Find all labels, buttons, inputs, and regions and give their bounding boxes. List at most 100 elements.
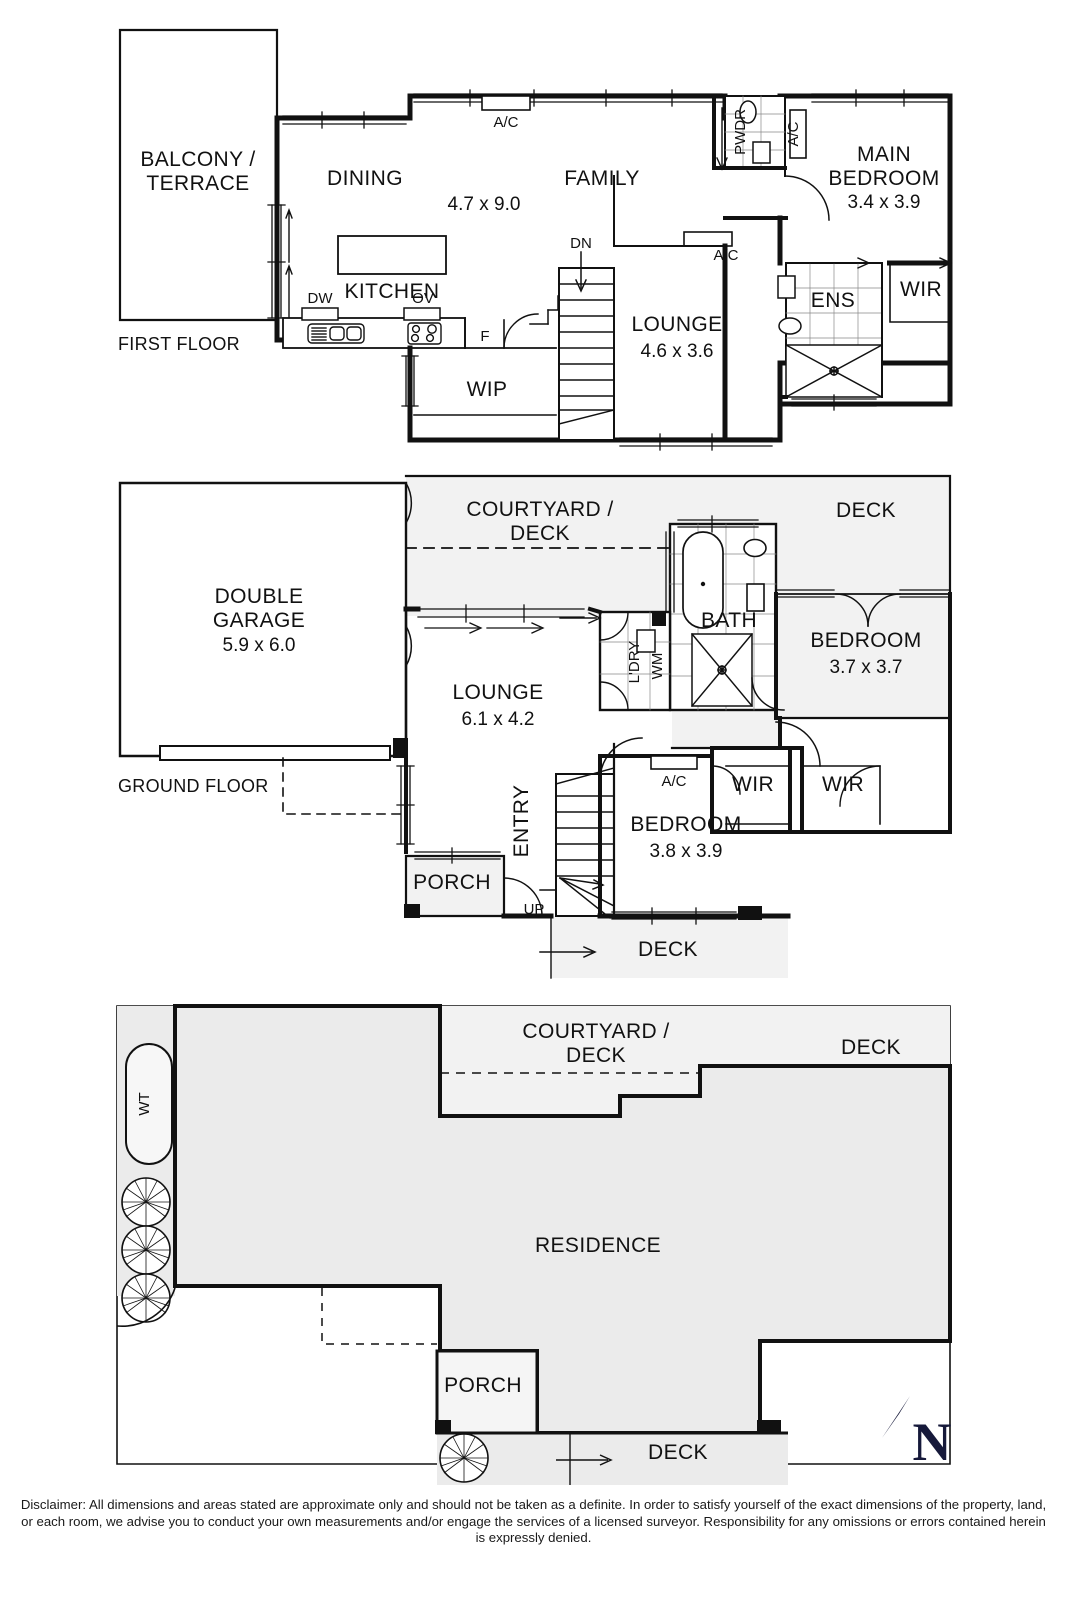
pwdr-toilet: [739, 100, 757, 124]
label-courtyard-l2: DECK: [510, 522, 570, 545]
laundry-door-swing-top: [599, 611, 629, 641]
bedroom2-slider: [775, 589, 951, 598]
water-tank: [125, 1043, 173, 1165]
bath-window: [677, 515, 759, 533]
label-dining-dim: 4.7 x 9.0: [448, 194, 521, 215]
ac-duct-bedroom3: [650, 755, 698, 770]
bedroom3-door-swing: [599, 737, 643, 781]
label-lounge-ground: LOUNGE: [452, 681, 543, 704]
courtyard-ldry-wall: [587, 606, 603, 615]
label-main-bedroom-dim: 3.4 x 3.9: [848, 192, 921, 213]
label-wm: WM: [649, 653, 666, 680]
label-bath: BATH: [701, 609, 757, 632]
bath-vanity: [746, 583, 765, 612]
label-family: FAMILY: [564, 167, 640, 190]
lounge-divider: [613, 175, 726, 247]
bedroom3-pier: [738, 906, 762, 920]
ens-vanity: [777, 275, 796, 299]
label-garage-l1: DOUBLE: [215, 585, 304, 608]
tree-1: [121, 1177, 171, 1227]
front-door-swing: [503, 877, 543, 917]
north-arrow: N: [876, 1392, 966, 1472]
laundry-trough: [636, 629, 656, 653]
wir-shelf: [889, 262, 951, 323]
label-ac-bedroom3: A/C: [661, 773, 686, 790]
residence-footprint: [173, 1004, 952, 1435]
door-swing-garage-lounge: [404, 624, 413, 668]
bath-shower: [690, 632, 754, 708]
ground-floor-plan: DOUBLE GARAGE 5.9 x 6.0 GROUND FLOOR COU…: [0, 466, 1067, 996]
label-lounge-dim: 4.6 x 3.6: [641, 341, 714, 362]
site-plan: WT: [0, 996, 1067, 1496]
label-main-bedroom-l1: MAIN: [857, 143, 911, 166]
bedroom2-door-swing: [775, 721, 821, 767]
family-window: [413, 89, 723, 107]
door-swing-kitchen: [503, 313, 539, 349]
bath-room: [668, 522, 778, 712]
staircase-down: [519, 267, 615, 441]
pwdr-vanity: [752, 141, 771, 164]
site-bedroom-pier: [757, 1420, 781, 1434]
label-wip: WIP: [467, 378, 508, 401]
label-lounge-ground-dim: 6.1 x 4.2: [462, 709, 535, 730]
disclaimer-text: Disclaimer: All dimensions and areas sta…: [20, 1497, 1047, 1545]
label-bedroom2-dim: 3.7 x 3.7: [830, 657, 903, 678]
door-swing-main-bedroom: [784, 175, 830, 221]
label-courtyard-l1: COURTYARD /: [466, 498, 613, 521]
label-entry: ENTRY: [510, 785, 533, 858]
label-wir-first: WIR: [900, 278, 942, 301]
north-arrow-glyph: [882, 1396, 910, 1438]
label-porch: PORCH: [413, 871, 491, 894]
label-site-porch: PORCH: [444, 1374, 522, 1397]
porch-pier: [404, 904, 420, 918]
label-garage-l2: GARAGE: [213, 609, 305, 632]
door-swing-garage-courtyard: [404, 481, 413, 525]
ens-wir-arrows: [785, 257, 953, 269]
stairs-dn-arrow: [575, 251, 587, 293]
garage-door: [159, 745, 391, 761]
label-first-floor: FIRST FLOOR: [118, 334, 240, 354]
kitchen-island: [337, 235, 447, 275]
label-balcony-l1: BALCONY /: [140, 148, 255, 171]
label-fridge: F: [480, 328, 489, 345]
deck-south-arrow: [539, 946, 597, 958]
bath-door-swing: [751, 677, 785, 711]
label-wir-right: WIR: [822, 773, 864, 796]
ov-appliance-marker: [403, 307, 441, 321]
ens-toilet: [778, 317, 802, 335]
bath-side-glazing: [665, 531, 675, 613]
label-dw: DW: [308, 290, 334, 307]
label-ac-main: A/C: [785, 121, 802, 146]
tree-4: [439, 1433, 489, 1483]
label-site-deck-south: DECK: [648, 1441, 708, 1464]
wip-door-glazing: [401, 355, 419, 407]
porch-window: [414, 847, 501, 864]
lounge-window: [619, 433, 773, 451]
laundry-room: [598, 610, 672, 712]
label-wt: WT: [136, 1092, 153, 1115]
label-bedroom3-dim: 3.8 x 3.9: [650, 841, 723, 862]
ac-duct-main: [789, 109, 807, 159]
label-bedroom3: BEDROOM: [630, 813, 741, 836]
label-site-deck-east: DECK: [841, 1036, 901, 1059]
label-dining: DINING: [327, 167, 403, 190]
cooktop: [407, 322, 442, 345]
first-floor-plan: BALCONY / TERRACE FIRST FLOOR DINING 4.7…: [0, 0, 1067, 470]
ac-duct-dining: [481, 95, 531, 111]
kitchen-sink: [307, 323, 365, 344]
label-ac-family: A/C: [713, 247, 738, 264]
lounge-slider: [417, 604, 585, 634]
label-bedroom2: BEDROOM: [810, 629, 921, 652]
label-site-courtyard-l1: COURTYARD /: [522, 1020, 669, 1043]
bedroom3-window: [611, 907, 737, 925]
entry-door-glazing: [396, 765, 415, 845]
ldry-arrow: [559, 612, 602, 624]
label-wir-left: WIR: [732, 773, 774, 796]
bath-toilet: [743, 538, 767, 558]
site-porch-pier: [435, 1420, 451, 1434]
label-lounge: LOUNGE: [631, 313, 722, 336]
site-deck-south: [437, 1433, 788, 1485]
laundry-door-swing-bottom: [599, 681, 629, 711]
label-deck-south: DECK: [638, 938, 698, 961]
balcony-sliding-door: [267, 204, 293, 319]
